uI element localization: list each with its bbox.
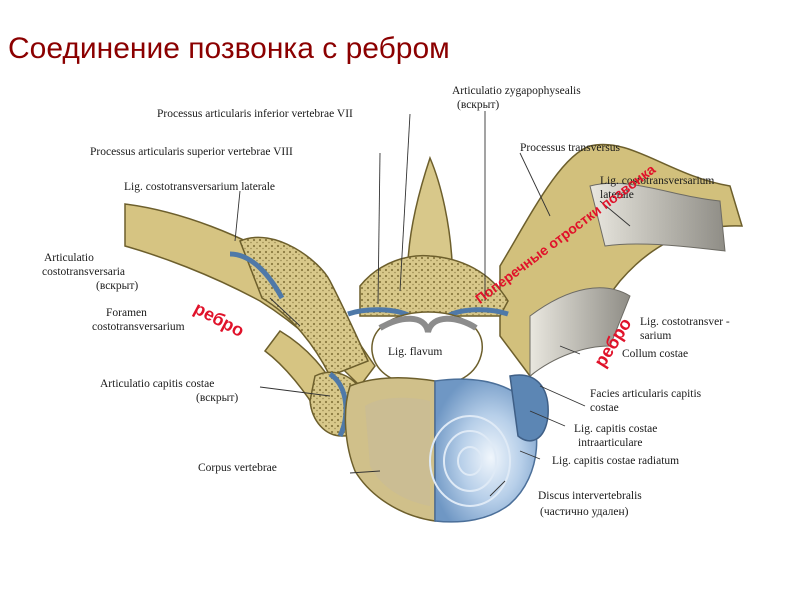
label-processus-articularis-superior: Processus articularis superior vertebrae…: [90, 146, 293, 158]
label-lig-costotransversarium-laterale: Lig. costotransversarium laterale: [124, 181, 276, 193]
label-lig-capitis-intraarticulare-2: intraarticulare: [578, 437, 643, 449]
label-corpus-vertebrae: Corpus vertebrae: [198, 462, 277, 474]
label-processus-transversus: Processus transversus: [520, 142, 620, 154]
label-lig-costotransversarium-2: sarium: [640, 330, 672, 342]
anatomy-figure: Articulatio zygapophysealis (вскрыт) Pro…: [30, 76, 770, 541]
label-lig-flavum: Lig. flavum: [388, 346, 443, 358]
left-transverse-process: [239, 236, 370, 377]
label-lig-costotransversarium-lateral-right-1: Lig. costotransversarium: [600, 175, 715, 187]
label-facies-articularis-1: Facies articularis capitis: [590, 388, 702, 400]
ligamentum-flavum: [378, 315, 478, 334]
label-articulatio-costotransversaria-2: costotransversaria: [42, 266, 126, 278]
intervertebral-disc: [434, 378, 538, 523]
vertebra-rib-illustration: [30, 76, 770, 541]
label-articulatio-costotransversaria-1: Articulatio: [44, 252, 94, 264]
label-discus-intervertebralis: Discus intervertebralis: [538, 490, 642, 502]
label-facies-articularis-2: costae: [590, 402, 619, 414]
label-lig-costotransversarium-1: Lig. costotransver -: [640, 316, 730, 328]
label-lig-costotransversarium-lateral-right-2: laterale: [600, 189, 634, 201]
right-rib-head: [509, 374, 549, 442]
label-foramen-2: costotransversarium: [92, 321, 185, 333]
label-collum-costae: Collum costae: [622, 348, 689, 360]
slide-title: Соединение позвонка с ребром: [8, 32, 450, 65]
label-lig-capitis-intraarticulare-1: Lig. capitis costae: [574, 423, 658, 435]
label-discus-note: (частично удален): [540, 506, 629, 518]
label-articulatio-costotransversaria-note: (вскрыт): [96, 280, 139, 292]
label-articulatio-zygapophysealis: Articulatio zygapophysealis: [452, 85, 581, 97]
label-lig-capitis-radiatum: Lig. capitis costae radiatum: [552, 455, 680, 467]
vertebral-arch: [359, 254, 509, 317]
label-foramen-1: Foramen: [106, 307, 147, 319]
label-processus-articularis-inferior: Processus articularis inferior vertebrae…: [157, 108, 353, 120]
right-lateral-ligament: [589, 182, 726, 252]
label-articulatio-capitis-costae: Articulatio capitis costae: [100, 378, 215, 390]
label-articulatio-zygapophysealis-note: (вскрыт): [457, 99, 500, 111]
label-articulatio-capitis-costae-note: (вскрыт): [196, 392, 239, 404]
